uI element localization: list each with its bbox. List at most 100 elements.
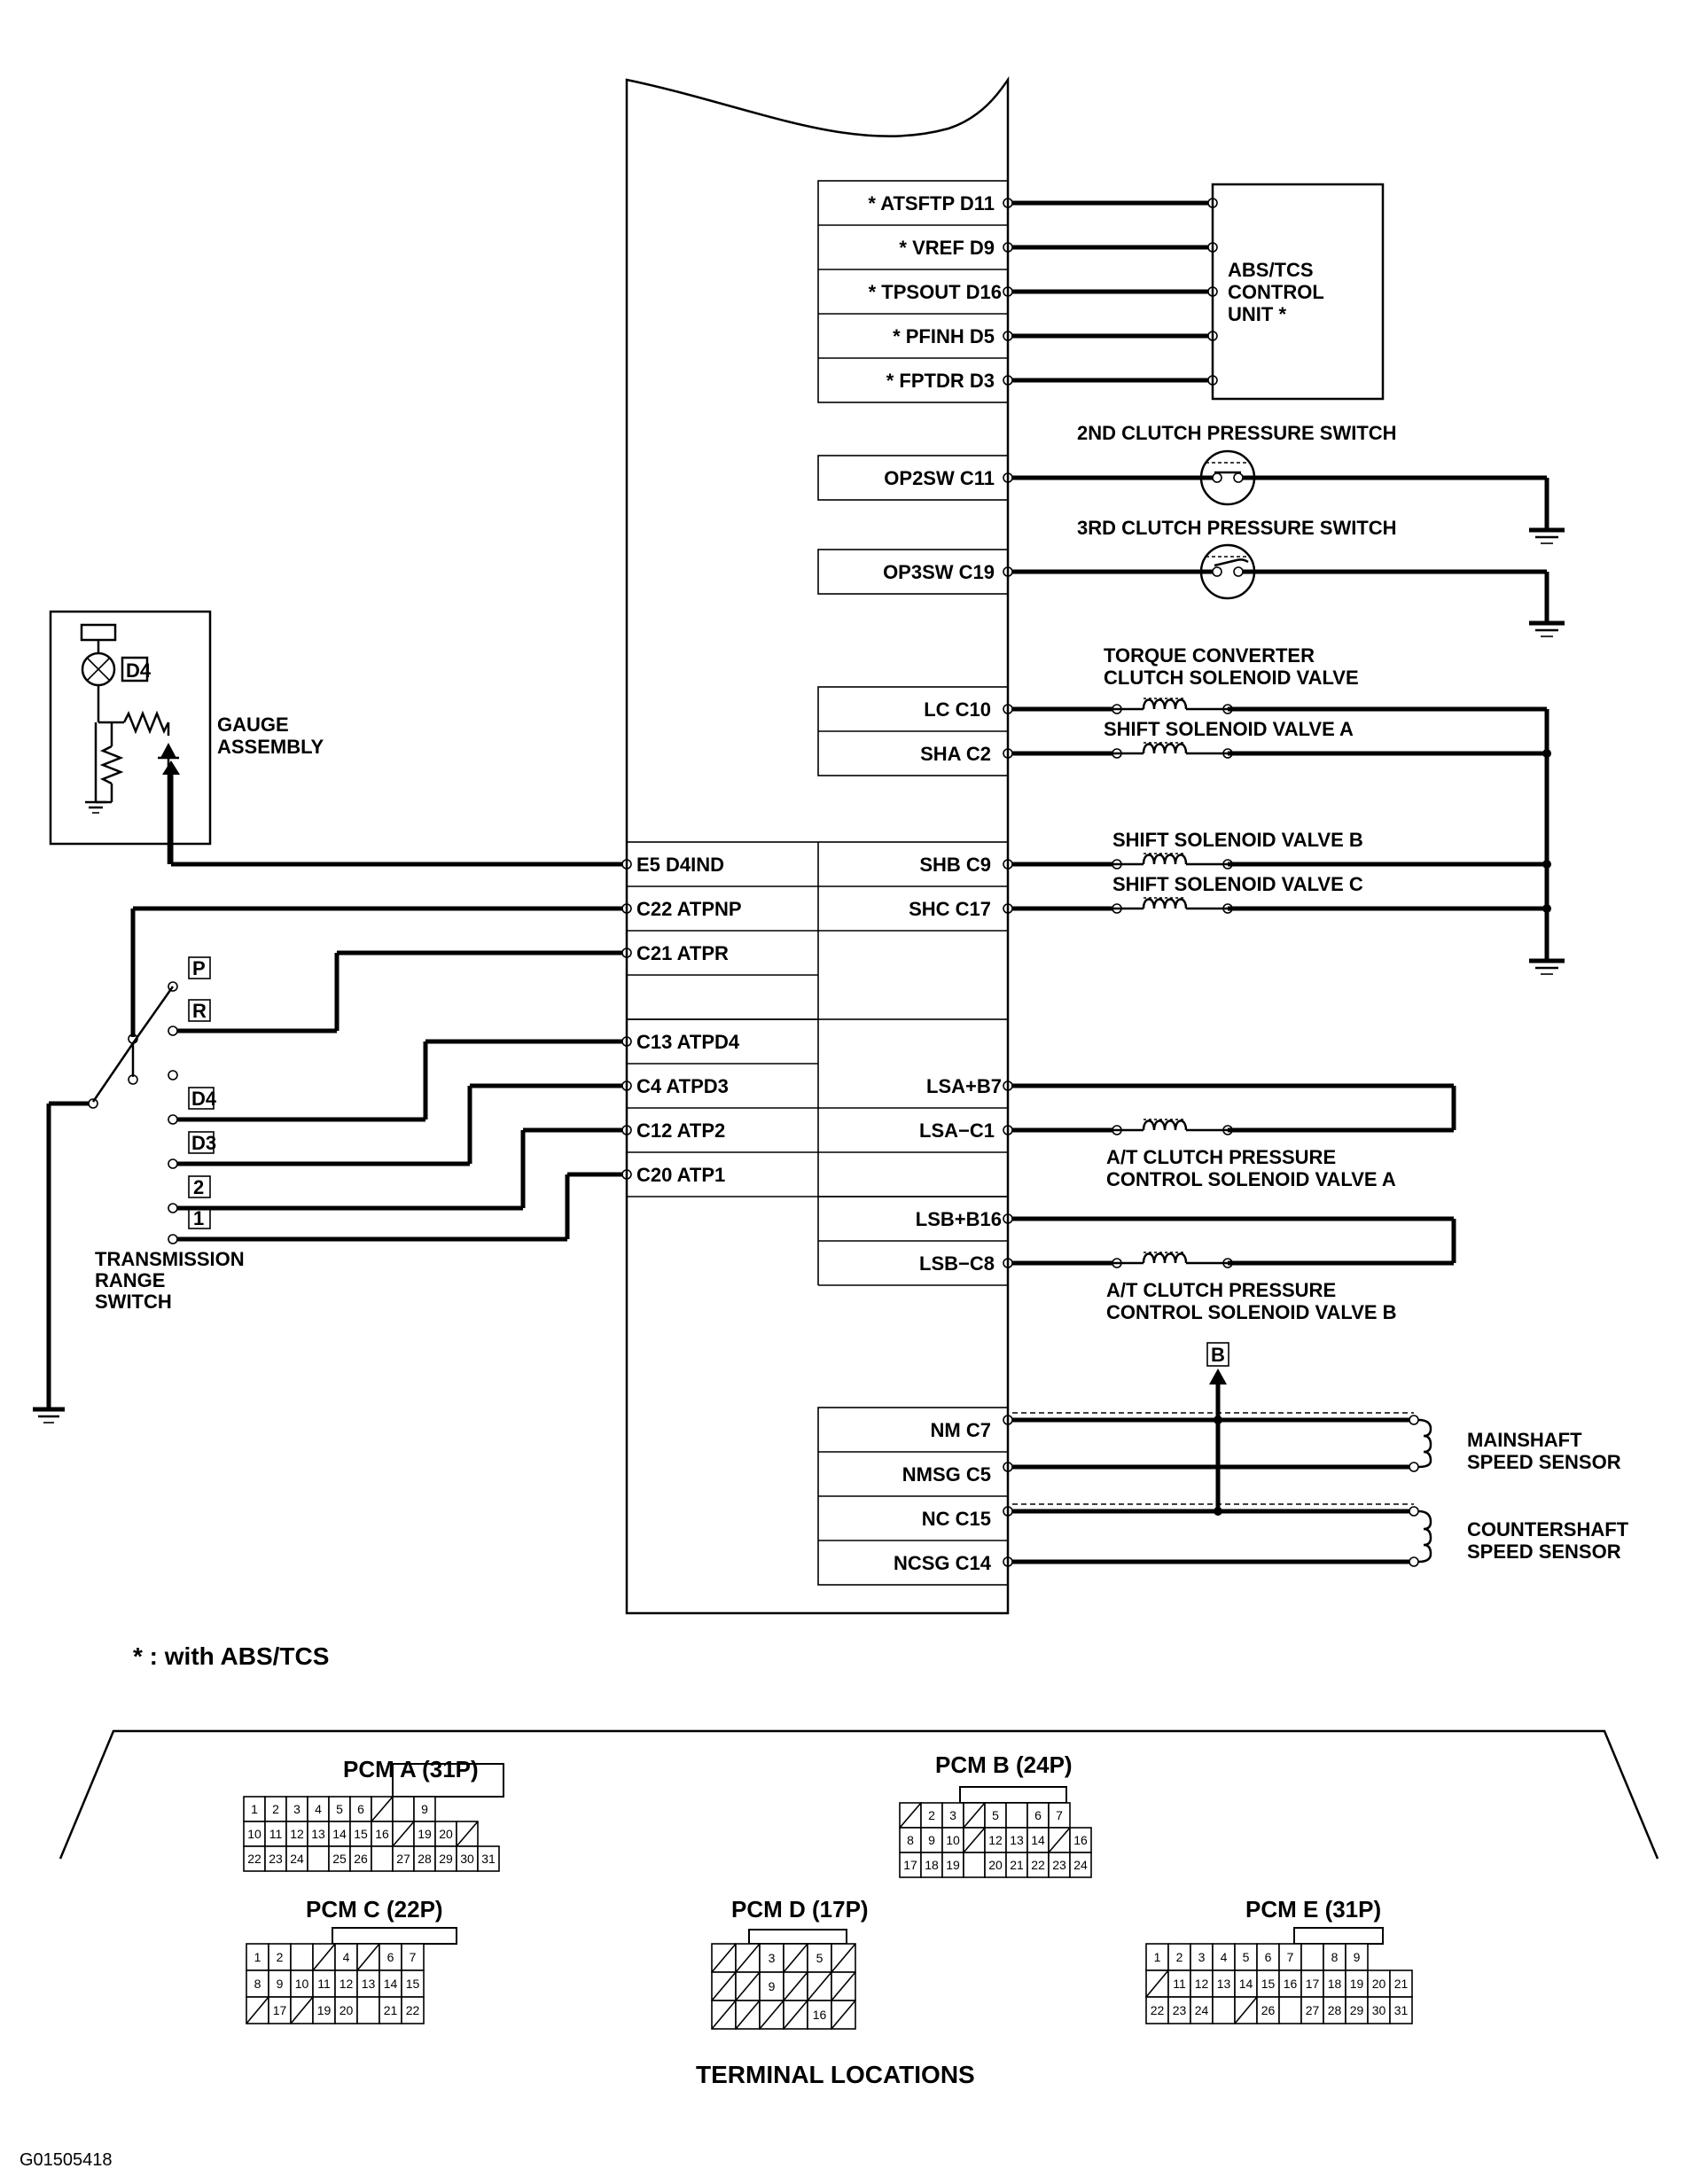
terminal-nc: NC C15 <box>922 1508 991 1530</box>
connector-cell <box>1145 1970 1169 1998</box>
lsa-wiring <box>1003 1080 1456 1135</box>
terminal-shb: SHB C9 <box>919 854 991 876</box>
connector-cell <box>759 2000 784 2030</box>
svg-text:2: 2 <box>272 1802 279 1816</box>
connector-cell: 7 <box>1278 1943 1302 1971</box>
gauge-assembly: D4 <box>49 610 212 864</box>
connector-cell <box>783 1971 808 2001</box>
svg-text:1: 1 <box>251 1802 258 1816</box>
connector-cell: 28 <box>413 1845 436 1872</box>
svg-text:13: 13 <box>311 1827 325 1841</box>
connector-cell: 17 <box>1300 1970 1324 1998</box>
svg-text:18: 18 <box>925 1858 939 1872</box>
trs-label-1: TRANSMISSION <box>95 1248 245 1270</box>
connector-cell: 1 <box>246 1943 269 1971</box>
connector-cell: 5 <box>328 1796 351 1822</box>
connector-cell: 30 <box>1367 1996 1391 2024</box>
abs-unit-line-2: CONTROL <box>1228 281 1324 303</box>
connector-cell: 28 <box>1323 1996 1346 2024</box>
connector-cell <box>290 1943 314 1971</box>
connector-cell <box>356 1943 380 1971</box>
svg-text:21: 21 <box>1394 1977 1409 1991</box>
connector-cell <box>735 1943 761 1973</box>
terminal-atp1: C20 ATP1 <box>636 1164 725 1186</box>
connector-cell: 14 <box>1234 1970 1258 1998</box>
svg-text:27: 27 <box>396 1852 410 1866</box>
svg-text:12: 12 <box>340 1977 354 1991</box>
gauge-label-1: GAUGE <box>217 714 289 736</box>
pressure-switch-2-label: 2ND CLUTCH PRESSURE SWITCH <box>1077 422 1397 444</box>
trs-position-labels: P R D4 D3 2 1 <box>188 956 217 1229</box>
connector-cell: 13 <box>1005 1827 1028 1853</box>
connector-cell <box>307 1845 330 1872</box>
svg-text:24: 24 <box>1195 2003 1209 2017</box>
connector-cell: 17 <box>899 1852 922 1878</box>
svg-text:22: 22 <box>247 1852 261 1866</box>
svg-text:31: 31 <box>1394 2003 1409 2017</box>
abs-terminal-block <box>817 180 1009 403</box>
connector-cell: 14 <box>379 1970 402 1998</box>
svg-text:9: 9 <box>421 1802 428 1816</box>
ground-icon <box>1529 958 1565 975</box>
svg-text:19: 19 <box>946 1858 960 1872</box>
terminal-shc: SHC C17 <box>909 898 991 920</box>
trs-position-d3: D3 <box>191 1132 216 1154</box>
svg-text:28: 28 <box>418 1852 432 1866</box>
svg-text:20: 20 <box>439 1827 453 1841</box>
svg-text:18: 18 <box>1328 1977 1342 1991</box>
connector-cell <box>371 1845 394 1872</box>
trs-position-d4: D4 <box>191 1088 217 1110</box>
connector-cell: 9 <box>1345 1943 1369 1971</box>
svg-text:4: 4 <box>1221 1950 1228 1964</box>
svg-text:5: 5 <box>992 1808 999 1822</box>
countershaft-sensor-coil-icon <box>1417 1509 1432 1564</box>
terminal-pfinh: * PFINH D5 <box>893 325 995 347</box>
svg-text:2: 2 <box>928 1808 935 1822</box>
countershaft-label-1: COUNTERSHAFT <box>1467 1518 1629 1540</box>
connector-cell: 23 <box>1167 1996 1191 2024</box>
connector-cell: 26 <box>349 1845 372 1872</box>
connector-cell: 13 <box>307 1821 330 1847</box>
svg-text:30: 30 <box>460 1852 474 1866</box>
connector-cell: 6 <box>1026 1802 1050 1829</box>
connector-cell: 6 <box>1256 1943 1280 1971</box>
terminal-nm: NM C7 <box>931 1419 991 1441</box>
connector-title: PCM C (22P) <box>306 1896 443 1923</box>
connector-cell <box>1212 1996 1236 2024</box>
connector-cell: 21 <box>379 1996 402 2024</box>
connector-cell: 8 <box>899 1827 922 1853</box>
torque-converter-label-2: CLUTCH SOLENOID VALVE <box>1104 667 1359 689</box>
svg-text:17: 17 <box>903 1858 917 1872</box>
connector-cell <box>963 1827 986 1853</box>
connector-cell <box>246 1996 269 2024</box>
svg-text:27: 27 <box>1306 2003 1320 2017</box>
connector-cell <box>1005 1802 1028 1829</box>
svg-text:6: 6 <box>357 1802 364 1816</box>
connector-cell: 6 <box>379 1943 402 1971</box>
connector-title: PCM E (31P) <box>1245 1896 1381 1923</box>
svg-text:24: 24 <box>1073 1858 1088 1872</box>
svg-text:16: 16 <box>1284 1977 1298 1991</box>
terminal-nmsg: NMSG C5 <box>902 1463 991 1486</box>
svg-text:13: 13 <box>362 1977 376 1991</box>
shift-solenoid-c-label: SHIFT SOLENOID VALVE C <box>1112 873 1363 895</box>
connector-cell: 4 <box>334 1943 358 1971</box>
terminal-locations-outline <box>59 1729 1659 1860</box>
terminal-d4ind: E5 D4IND <box>636 854 724 876</box>
svg-text:14: 14 <box>1239 1977 1253 1991</box>
connector-cell <box>1278 1996 1302 2024</box>
terminal-lsa-plus: LSA+B7 <box>926 1075 1002 1097</box>
svg-text:24: 24 <box>290 1852 304 1866</box>
connector-cell: 21 <box>1389 1970 1413 1998</box>
coil-icon <box>1112 1252 1233 1268</box>
svg-text:28: 28 <box>1328 2003 1342 2017</box>
abs-unit-line-3: UNIT * <box>1228 303 1286 325</box>
svg-text:30: 30 <box>1372 2003 1386 2017</box>
svg-text:10: 10 <box>247 1827 261 1841</box>
connector-cell: 17 <box>268 1996 292 2024</box>
connector-cell: 3 <box>941 1802 964 1829</box>
connector-cell <box>312 1943 336 1971</box>
